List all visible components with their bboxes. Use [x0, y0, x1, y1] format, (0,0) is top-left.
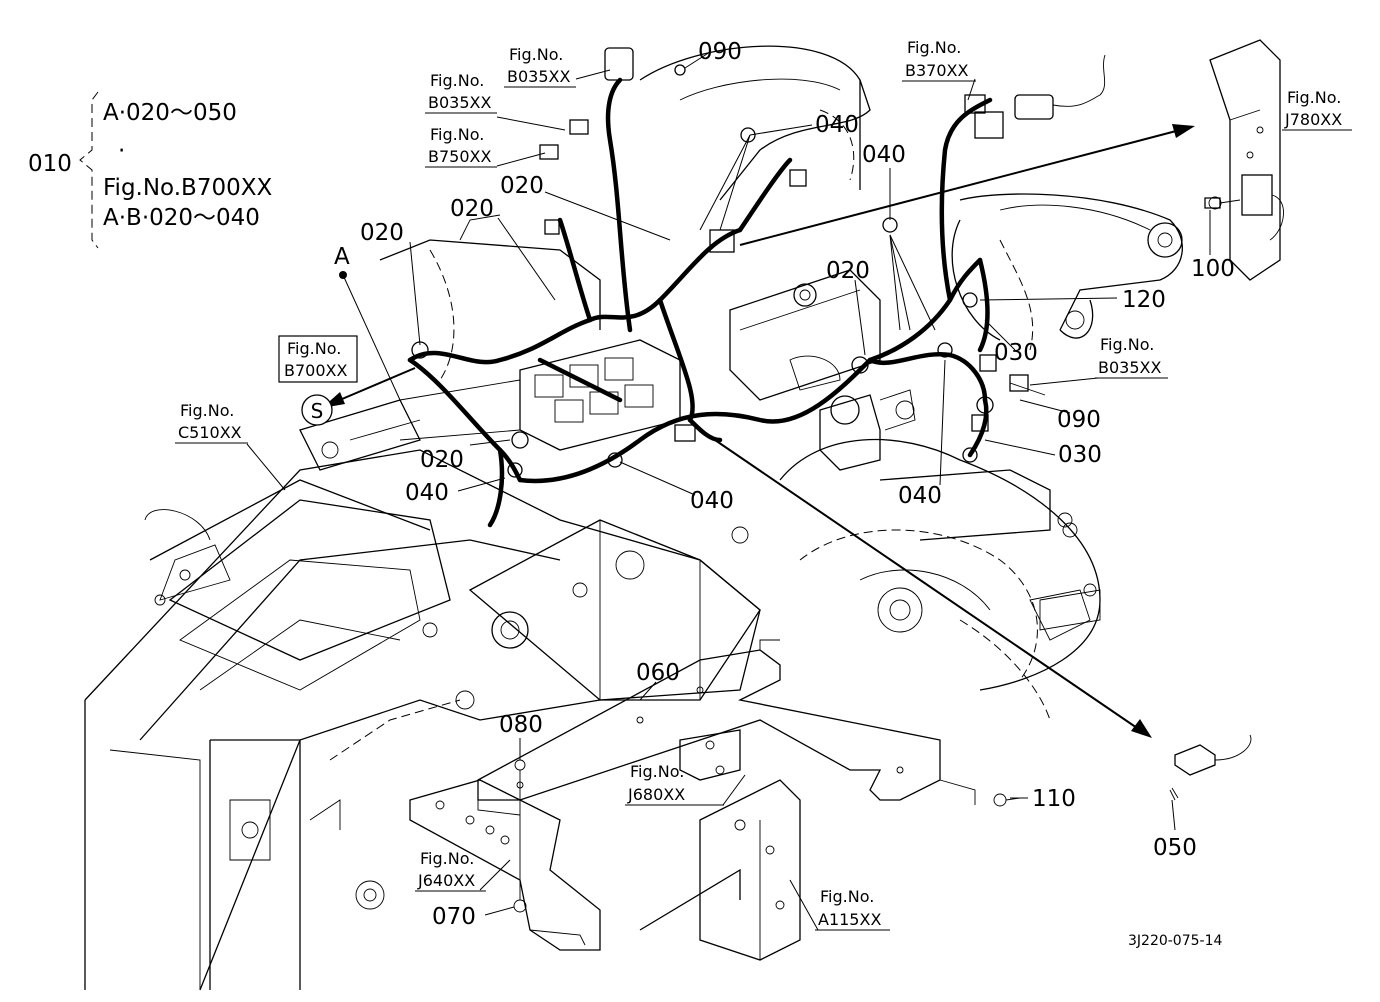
bracket-j780 — [1204, 39, 1284, 281]
callout-020[interactable]: 020 — [500, 173, 544, 199]
fig-ref-label: Fig.No. — [430, 71, 484, 90]
figure-references: Fig.No. B035XX Fig.No. B035XX Fig.No. B7… — [175, 38, 1352, 931]
callout-020[interactable]: 020 — [360, 220, 404, 246]
callout-090[interactable]: 090 — [1057, 407, 1101, 433]
callout-090[interactable]: 090 — [698, 39, 742, 65]
callout-030[interactable]: 030 — [994, 340, 1038, 366]
view-a-marker — [339, 271, 401, 401]
callout-070[interactable]: 070 — [432, 904, 476, 930]
fig-ref-code[interactable]: A115XX — [818, 910, 881, 929]
fig-ref-box — [278, 335, 358, 383]
markers: A S — [301, 244, 350, 426]
fig-ref-label: Fig.No. — [820, 887, 874, 906]
symbol-s-label: S — [311, 399, 324, 423]
callout-040[interactable]: 040 — [405, 480, 449, 506]
connector-050 — [1169, 734, 1252, 801]
view-a-label: A — [334, 244, 350, 270]
callout-040[interactable]: 040 — [862, 142, 906, 168]
connectors — [411, 47, 1222, 913]
legend-line-b: Fig.No.B700XX — [103, 175, 272, 201]
fig-ref-label: Fig.No. — [1287, 88, 1341, 107]
fig-ref-code[interactable]: B035XX — [428, 93, 491, 112]
fig-ref-code[interactable]: B700XX — [284, 361, 347, 380]
callout-030[interactable]: 030 — [1058, 442, 1102, 468]
legend-line-c: A·B·020～040 — [103, 205, 260, 231]
leader-lines — [246, 51, 1211, 931]
callout-020[interactable]: 020 — [420, 447, 464, 473]
fig-ref-code[interactable]: B035XX — [507, 67, 570, 86]
fig-ref-label: Fig.No. — [180, 401, 234, 420]
symbol-s-circle — [301, 394, 333, 426]
callout-080[interactable]: 080 — [499, 712, 543, 738]
fig-ref-label: Fig.No. — [509, 45, 563, 64]
fig-ref-label: Fig.No. — [630, 762, 684, 781]
legend-group: 010 — [28, 151, 72, 177]
drawing-code: 3J220-075-14 — [1128, 933, 1222, 949]
legend-dot: · — [118, 138, 125, 164]
fig-ref-code[interactable]: B370XX — [905, 61, 968, 80]
legend-line-a: A·020～050 — [103, 100, 237, 126]
callout-020[interactable]: 020 — [450, 196, 494, 222]
callout-040[interactable]: 040 — [690, 488, 734, 514]
fig-ref-label: Fig.No. — [287, 339, 341, 358]
callout-120[interactable]: 120 — [1122, 287, 1166, 313]
tractor-body-lineart — [84, 45, 1183, 991]
callout-040[interactable]: 040 — [898, 483, 942, 509]
fig-ref-label: Fig.No. — [907, 38, 961, 57]
fig-ref-code[interactable]: J780XX — [1284, 110, 1342, 129]
bracket-lower — [409, 729, 801, 961]
callout-110[interactable]: 110 — [1032, 786, 1076, 812]
fig-ref-label: Fig.No. — [1100, 335, 1154, 354]
fig-ref-label: Fig.No. — [420, 849, 474, 868]
legend: 010 A·020～050 · Fig.No.B700XX A·B·020～04… — [28, 91, 272, 249]
callout-050[interactable]: 050 — [1153, 835, 1197, 861]
bracket-060 — [477, 639, 976, 816]
part-callouts: 020 020 020 020 020 030 030 040 040 040 … — [360, 39, 1235, 930]
fig-ref-code[interactable]: J680XX — [627, 785, 685, 804]
fig-ref-code[interactable]: C510XX — [178, 423, 242, 442]
callout-020[interactable]: 020 — [826, 258, 870, 284]
fig-ref-code[interactable]: B035XX — [1098, 358, 1161, 377]
fig-ref-label: Fig.No. — [430, 125, 484, 144]
callout-060[interactable]: 060 — [636, 660, 680, 686]
fig-ref-code[interactable]: J640XX — [417, 871, 475, 890]
fig-ref-code[interactable]: B750XX — [428, 147, 491, 166]
callout-100[interactable]: 100 — [1191, 256, 1235, 282]
callout-040[interactable]: 040 — [815, 112, 859, 138]
